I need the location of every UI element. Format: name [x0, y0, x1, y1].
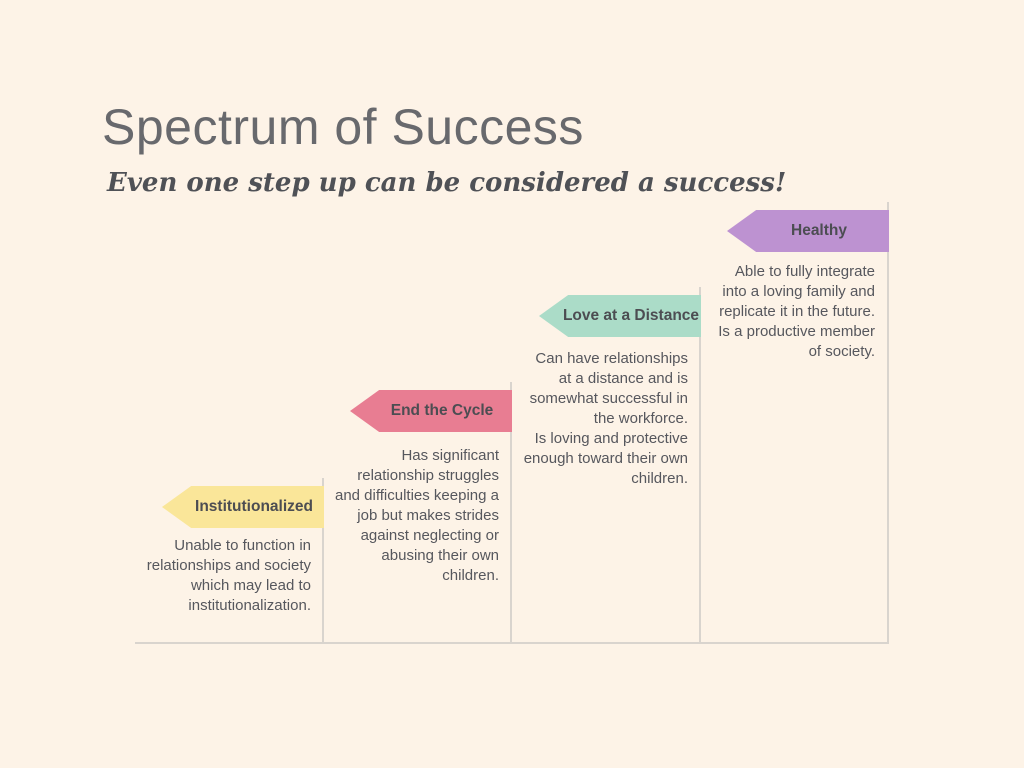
step-description-end-the-cycle: Has significant relationship struggles a… [334, 447, 499, 584]
baseline-rule [135, 642, 889, 644]
step-divider-2 [510, 382, 512, 643]
step-label: Healthy [791, 222, 847, 239]
step-banner-healthy: Healthy [727, 210, 889, 252]
step-description-love-at-a-distance: Can have relationships at a distance and… [523, 350, 688, 487]
step-label: Love at a Distance [562, 307, 700, 324]
step-description-healthy: Able to fully integrate into a loving fa… [718, 263, 875, 360]
step-label: Institutionalized [195, 498, 313, 515]
step-banner-end-the-cycle: End the Cycle [350, 390, 512, 432]
page-title: Spectrum of Success [102, 99, 584, 155]
step-divider-1 [322, 478, 324, 643]
step-banner-love-at-a-distance: Love at a Distance [539, 295, 701, 337]
step-label: End the Cycle [390, 402, 494, 419]
step-description-institutionalized: Unable to function in relationships and … [146, 537, 311, 614]
step-divider-3 [699, 287, 701, 643]
page-subtitle: Even one step up can be considered a suc… [107, 168, 787, 198]
step-divider-4 [887, 202, 889, 643]
step-banner-institutionalized: Institutionalized [162, 486, 324, 528]
